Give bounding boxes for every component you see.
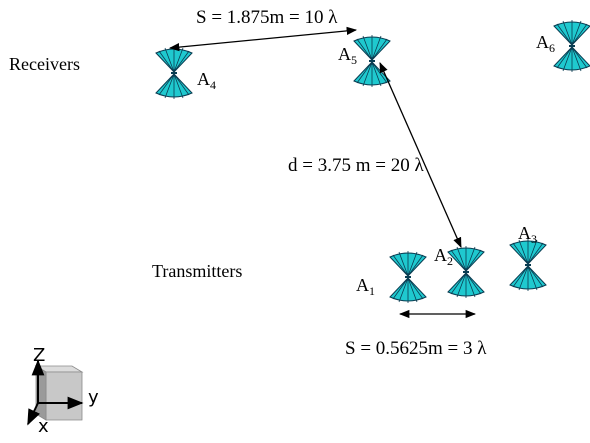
distance-label: d = 3.75 m = 20 λ xyxy=(288,155,424,176)
transmitters-label: Transmitters xyxy=(152,261,243,281)
axis-label-x: x xyxy=(38,416,49,437)
axis-label-z: Z xyxy=(33,345,46,366)
antenna-a3-icon xyxy=(509,238,547,292)
antenna-label-a5: A5 xyxy=(338,44,357,67)
distance-arrow xyxy=(379,62,462,248)
receiver-spacing-label: S = 1.875m = 10 λ xyxy=(196,7,338,28)
antenna-a4-icon xyxy=(155,46,193,100)
axis-label-y: y xyxy=(88,387,99,408)
antenna-a2-icon xyxy=(447,245,485,299)
antenna-a5-icon xyxy=(353,34,391,88)
antenna-label-a6: A6 xyxy=(536,32,555,55)
antenna-label-a4: A4 xyxy=(197,69,216,92)
antenna-a1-icon xyxy=(389,250,427,304)
transmitter-spacing-label: S = 0.5625m = 3 λ xyxy=(345,338,487,359)
antenna-a6-icon xyxy=(553,19,590,73)
antenna-label-a2: A2 xyxy=(434,245,453,268)
receivers-label: Receivers xyxy=(9,54,80,74)
spacing-arrow-receivers xyxy=(168,26,358,52)
axes-cube-icon xyxy=(27,359,84,426)
antenna-label-a3: A3 xyxy=(518,223,537,246)
antenna-label-a1: A1 xyxy=(356,275,375,298)
